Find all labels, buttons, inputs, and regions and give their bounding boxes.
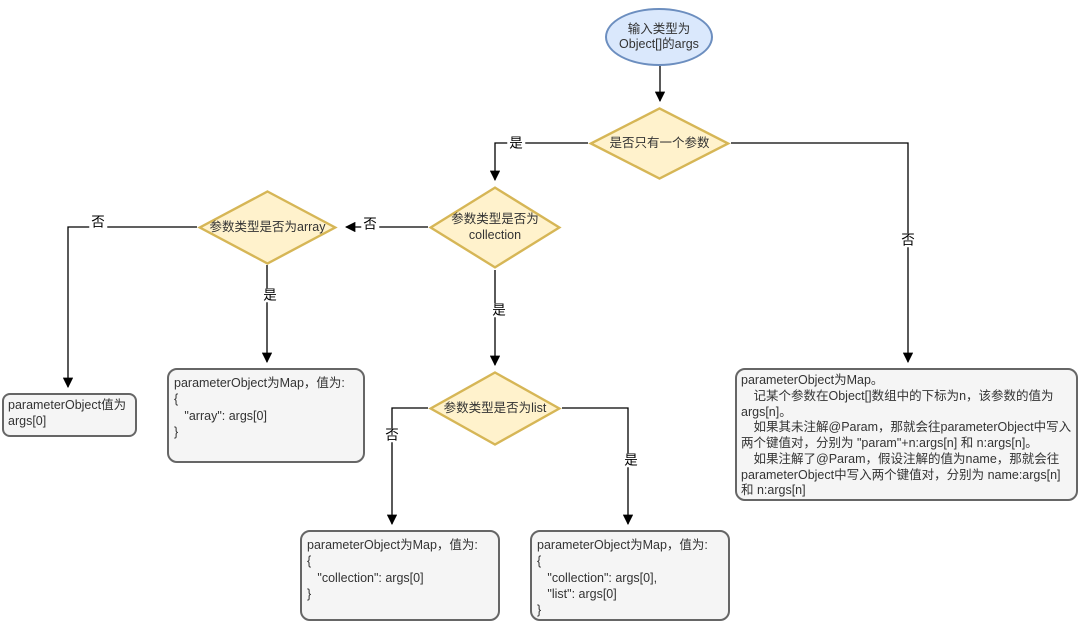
edge-list-no (386, 407, 428, 526)
decision-array: 参数类型是否为array (197, 190, 338, 265)
result-collection-text: parameterObject为Map，值为: { "collection": … (307, 538, 478, 601)
edge-array-no (62, 226, 197, 389)
edge-label-no: 否 (361, 216, 379, 232)
result-args0-text: parameterObject值为 args[0] (8, 398, 127, 428)
edge-label-no: 否 (899, 232, 917, 248)
result-collection-list-box: parameterObject为Map，值为: { "collection": … (530, 530, 730, 621)
decision-list-label: 参数类型是否为list (443, 400, 547, 415)
start-node-label: 输入类型为 Object[]的args (619, 21, 699, 51)
decision-collection-label: 参数类型是否为 collection (451, 212, 539, 242)
edge-label-yes: 是 (507, 135, 525, 151)
result-args0-box: parameterObject值为 args[0] (2, 393, 137, 437)
decision-list: 参数类型是否为list (428, 371, 562, 446)
diamond-icon (197, 190, 338, 265)
diamond-icon (428, 186, 562, 269)
start-node: 输入类型为 Object[]的args (605, 8, 713, 66)
decision-one-param-label: 是否只有一个参数 (609, 135, 710, 150)
decision-collection: 参数类型是否为 collection (428, 186, 562, 269)
edge-one-param-no (731, 142, 914, 364)
result-collection-list-text: parameterObject为Map，值为: { "collection": … (537, 538, 708, 617)
result-collection-box: parameterObject为Map，值为: { "collection": … (300, 530, 500, 621)
result-map-rules-text: parameterObject为Map。 记某个参数在Object[]数组中的下… (741, 373, 1072, 498)
result-array-box: parameterObject为Map，值为: { "array": args[… (167, 368, 365, 463)
edge-label-yes: 是 (490, 302, 508, 318)
edge-list-yes (562, 407, 634, 526)
edge-one-param-yes (489, 142, 588, 182)
edge-label-yes: 是 (261, 287, 279, 303)
edge-label-no: 否 (383, 427, 401, 443)
decision-one-param: 是否只有一个参数 (588, 107, 731, 180)
result-map-rules-box: parameterObject为Map。 记某个参数在Object[]数组中的下… (735, 368, 1078, 501)
result-array-text: parameterObject为Map，值为: { "array": args[… (174, 376, 345, 439)
diamond-icon (428, 371, 562, 446)
edge-label-yes: 是 (622, 452, 640, 468)
edge-label-no: 否 (89, 214, 107, 230)
decision-array-label: 参数类型是否为array (209, 219, 326, 234)
diamond-icon (588, 107, 731, 180)
